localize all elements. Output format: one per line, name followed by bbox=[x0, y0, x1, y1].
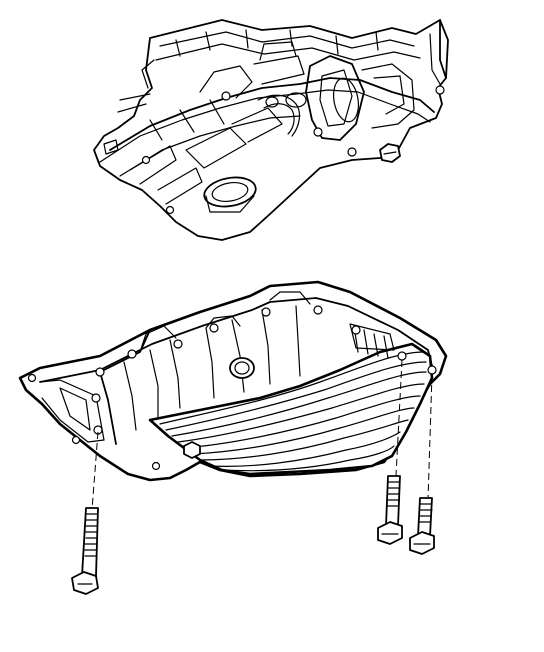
oil-pan-icon bbox=[18, 280, 448, 482]
oil-pan-comb-fins bbox=[349, 323, 395, 359]
oil-pan-ribs bbox=[159, 351, 427, 472]
alignment-lines bbox=[91, 359, 433, 511]
block-hex-nut bbox=[379, 143, 401, 163]
oil-pan-bolt-holes bbox=[27, 305, 437, 471]
engine-block-icon bbox=[93, 19, 449, 241]
block-bolt-bosses bbox=[141, 85, 445, 215]
bolt-icon bbox=[377, 475, 403, 545]
bolt-icon bbox=[71, 507, 99, 595]
bolt-icon bbox=[409, 497, 435, 555]
